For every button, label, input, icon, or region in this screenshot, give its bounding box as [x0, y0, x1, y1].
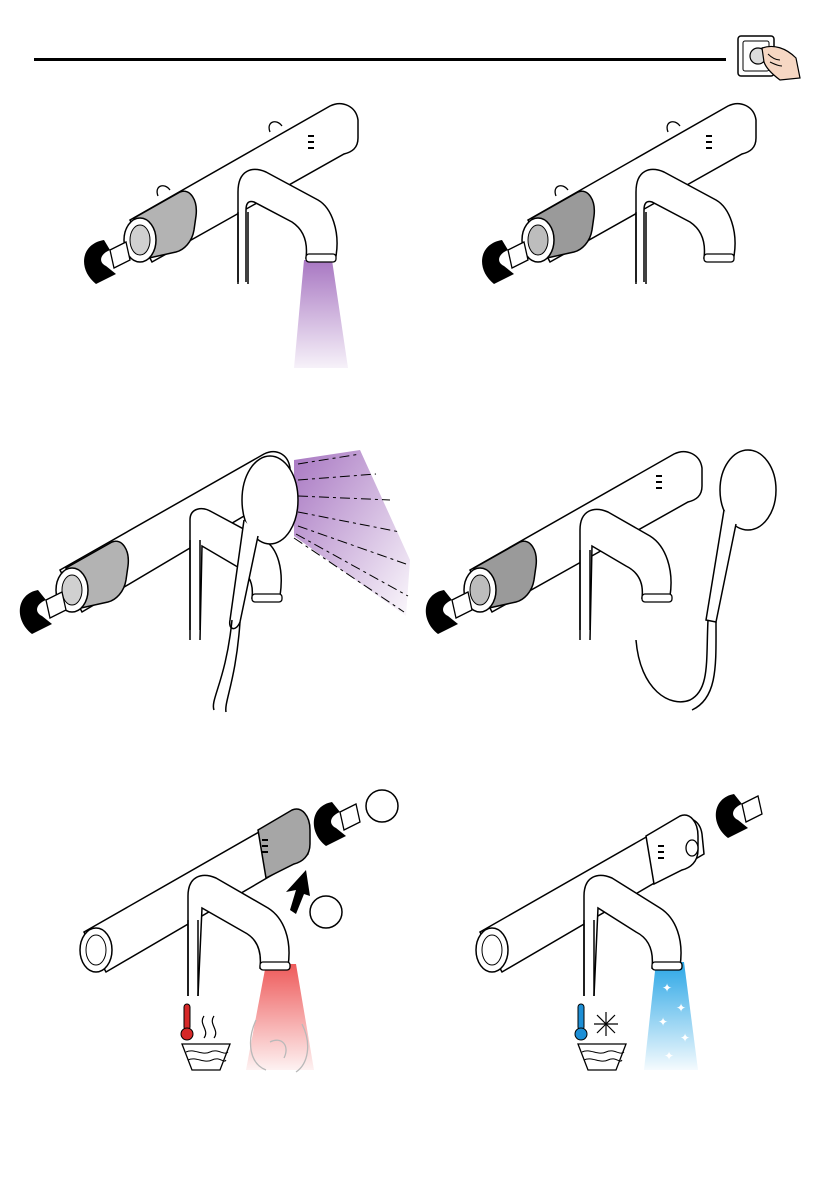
svg-text:✦: ✦	[664, 1049, 674, 1063]
rotate-arrow-icon	[482, 240, 528, 284]
header-rule	[34, 58, 726, 61]
temperature-knob	[258, 809, 310, 878]
cold-thermometer-icon	[575, 1004, 587, 1040]
panel-3	[30, 440, 420, 720]
water-flow	[246, 964, 314, 1070]
rotate-arrow-icon	[716, 794, 762, 838]
rotate-arrow-icon	[20, 590, 66, 634]
svg-text:✦: ✦	[662, 981, 672, 995]
panel-1	[70, 92, 400, 372]
panel-4	[430, 440, 800, 720]
svg-text:✦: ✦	[676, 1001, 686, 1015]
shower-spray	[294, 450, 410, 616]
hand-turning-knob-icon	[734, 34, 802, 82]
push-arrow-icon	[286, 870, 310, 914]
snowflake-icon	[594, 1012, 618, 1036]
svg-text:✦: ✦	[658, 1015, 668, 1029]
basin-icon	[182, 1044, 230, 1070]
marker-1	[366, 790, 398, 822]
rotate-arrow-icon	[84, 240, 130, 284]
rotate-arrow-icon	[314, 802, 360, 846]
panel-5	[70, 780, 420, 1080]
hot-thermometer-icon	[181, 1004, 216, 1040]
water-flow	[294, 260, 348, 368]
marker-2	[310, 896, 342, 928]
basin-icon	[578, 1044, 626, 1070]
panel-6: ✦ ✦ ✦ ✦ ✦	[466, 780, 806, 1080]
panel-2	[468, 92, 798, 372]
svg-text:✦: ✦	[680, 1031, 690, 1045]
rotate-arrow-icon	[426, 590, 472, 634]
